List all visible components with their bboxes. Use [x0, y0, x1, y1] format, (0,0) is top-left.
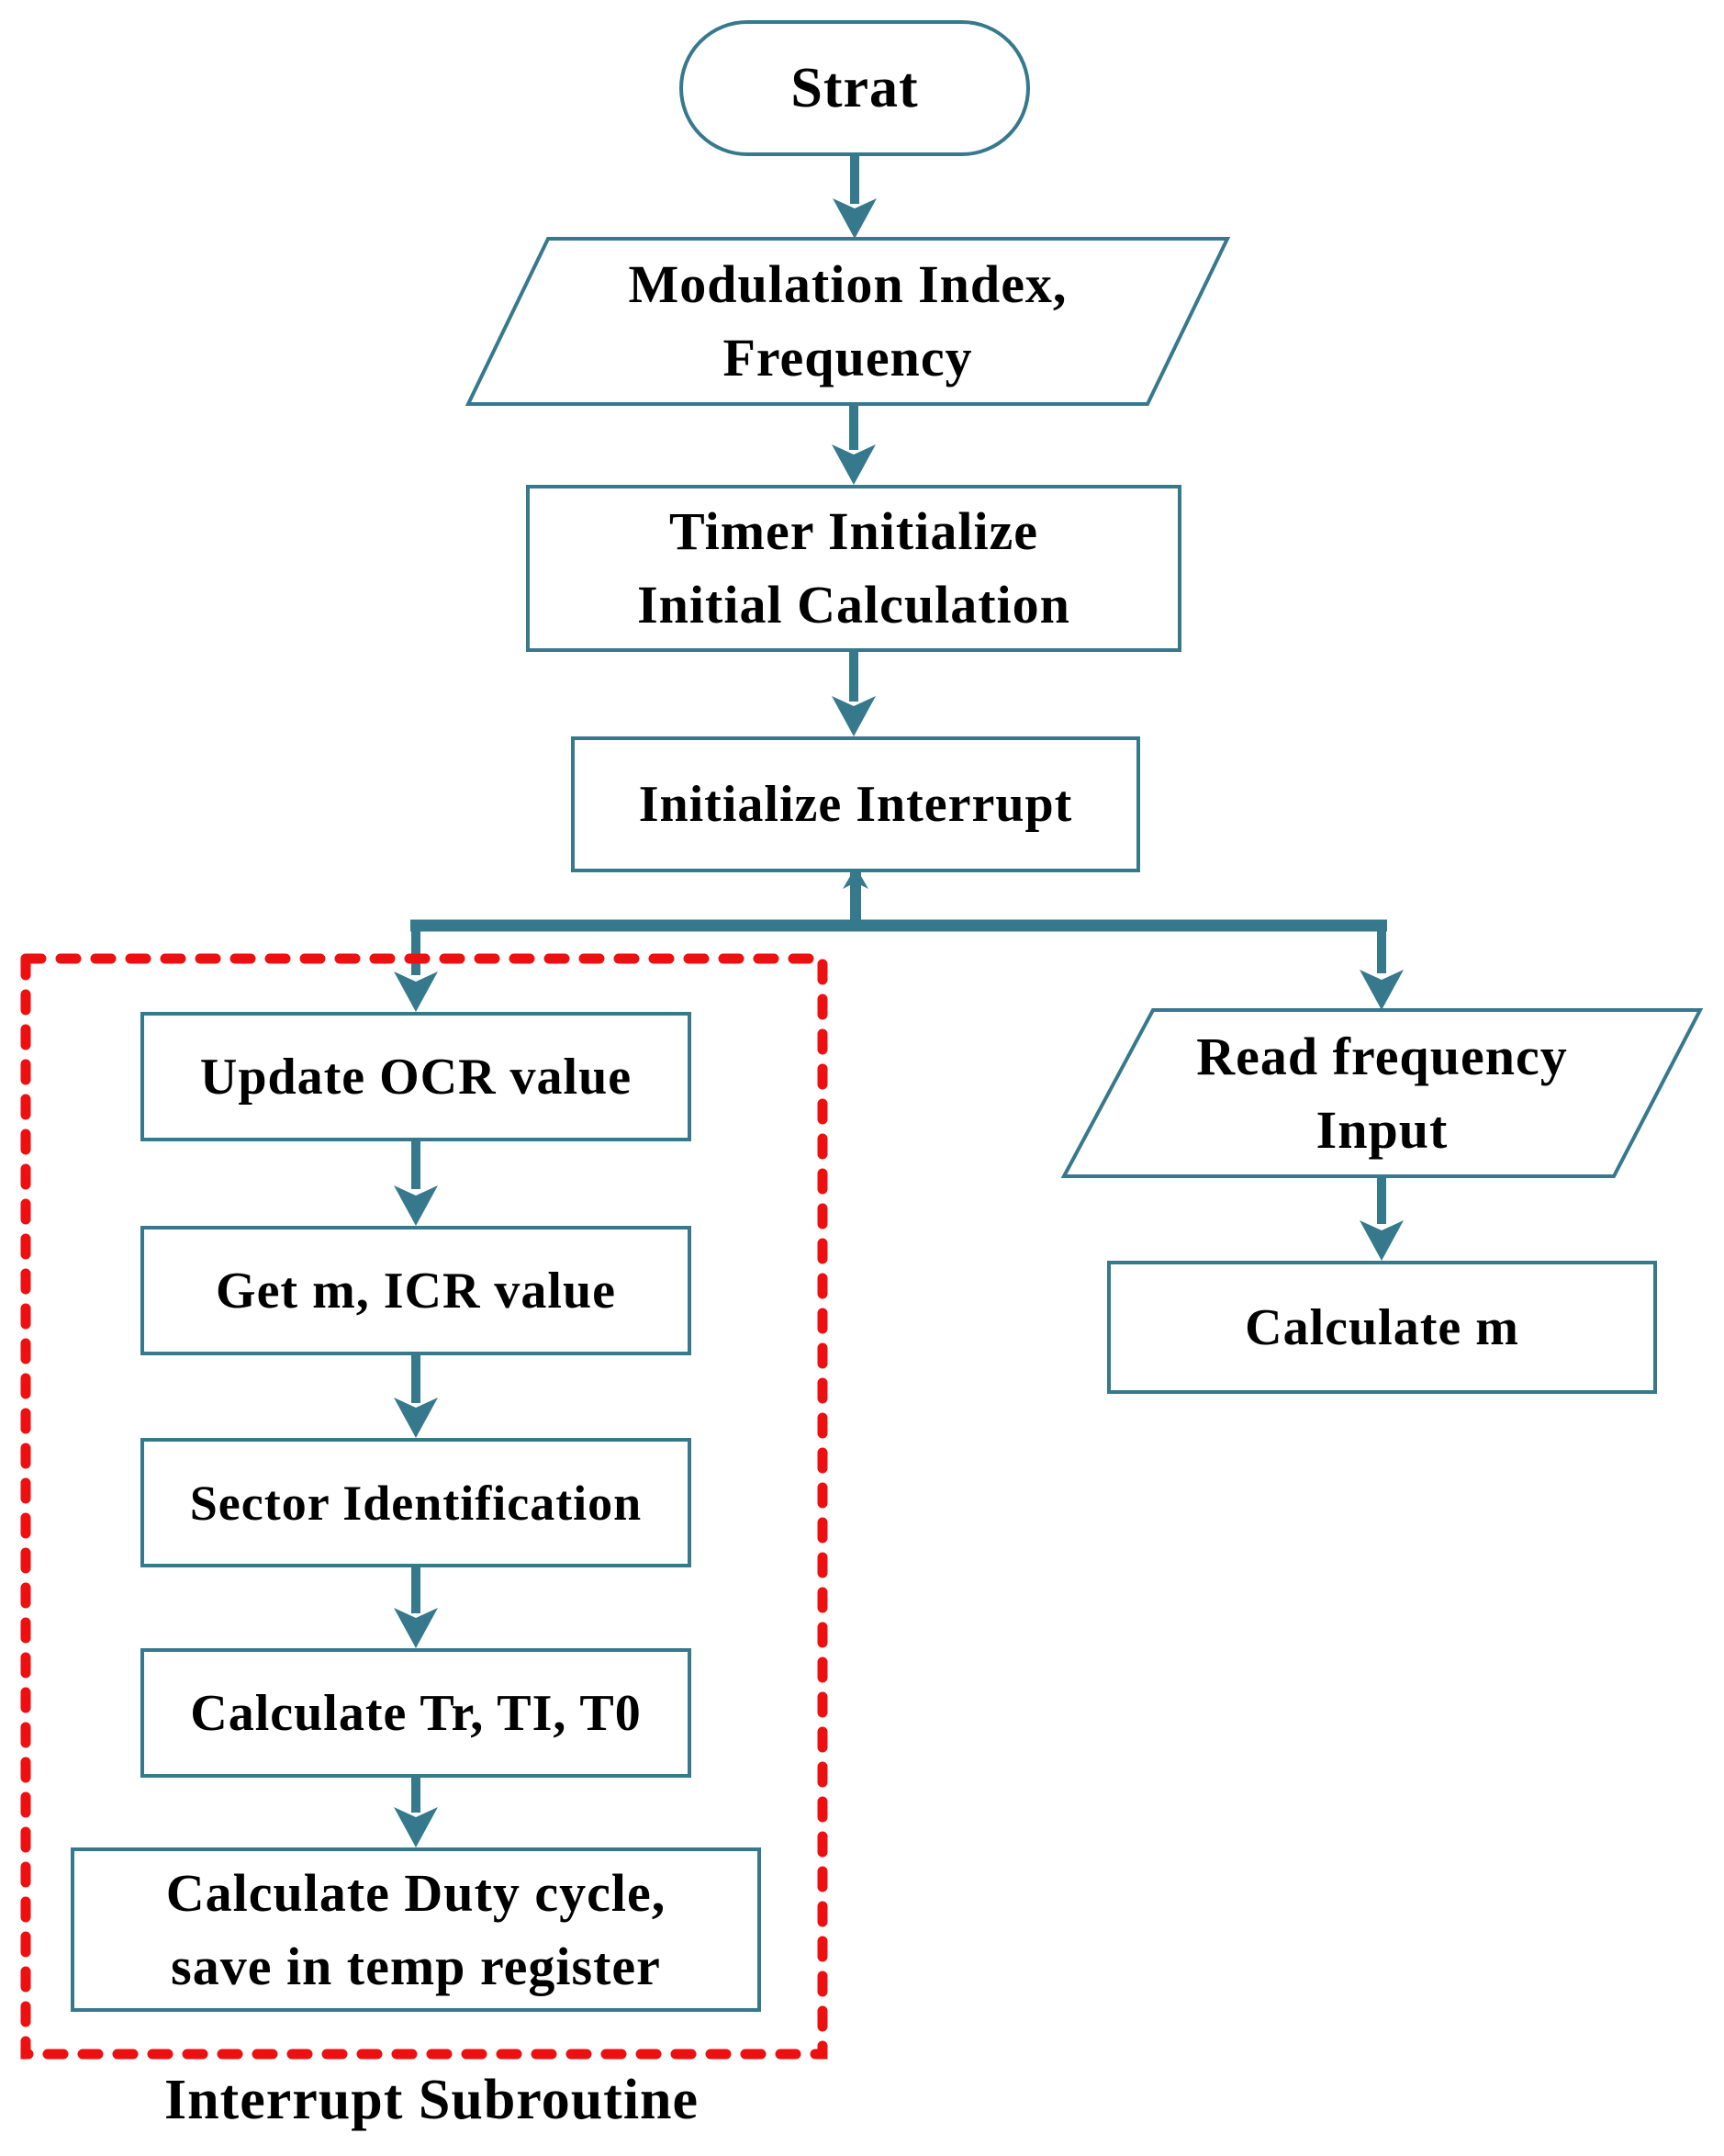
timer-initialize-box: Timer Initialize Initial Calculation: [526, 485, 1181, 652]
modulation-input-parallelogram: Modulation Index, Frequency: [468, 239, 1227, 404]
read-freq-line2: Input: [1315, 1099, 1449, 1160]
calculate-m-label: Calculate m: [1245, 1298, 1519, 1356]
calculate-tr-box: Calculate Tr, TI, T0: [140, 1648, 691, 1778]
read-freq-parallelogram: Read frequency Input: [1064, 1010, 1700, 1176]
calculate-duty-line1: Calculate Duty cycle,: [165, 1862, 666, 1923]
arrowhead-branch-to-read-freq: [1360, 970, 1404, 1010]
sector-identification-box: Sector Identification: [140, 1438, 691, 1567]
calculate-m-box: Calculate m: [1107, 1261, 1657, 1394]
update-ocr-box: Update OCR value: [140, 1012, 691, 1141]
arrowhead-calctr-to-duty: [394, 1807, 438, 1847]
timer-initialize-line1: Timer Initialize: [668, 501, 1039, 561]
branch-feeder-cap: [843, 867, 868, 889]
get-m-icr-label: Get m, ICR value: [216, 1262, 616, 1319]
start-label: Strat: [790, 57, 919, 119]
sector-identification-label: Sector Identification: [189, 1475, 643, 1531]
arrows-group: [394, 154, 1404, 1847]
calculate-duty-line2: save in temp register: [171, 1936, 661, 1996]
interrupt-subroutine-dashed-region: [20, 953, 828, 2060]
arrowhead-input-to-timer: [832, 444, 876, 485]
arrowhead-getm-to-sector: [394, 1398, 438, 1438]
arrowhead-readfreq-to-calcm: [1360, 1220, 1404, 1261]
interrupt-subroutine-caption: Interrupt Subroutine: [110, 2068, 753, 2133]
timer-initialize-line2: Initial Calculation: [637, 575, 1070, 634]
calculate-tr-label: Calculate Tr, TI, T0: [190, 1684, 642, 1742]
initialize-interrupt-box: Initialize Interrupt: [571, 736, 1140, 872]
arrowhead-timer-to-interrupt: [832, 696, 876, 736]
get-m-icr-box: Get m, ICR value: [140, 1226, 691, 1355]
calculate-duty-box: Calculate Duty cycle, save in temp regis…: [71, 1847, 761, 2012]
arrowhead-branch-to-update-ocr: [394, 971, 438, 1012]
parallelogram-modulation-input-shape: [465, 237, 1231, 406]
arrowhead-sector-to-calctr: [394, 1608, 438, 1648]
modulation-input-line1: Modulation Index,: [628, 254, 1068, 314]
modulation-input-line2: Frequency: [722, 328, 973, 387]
arrowhead-start-to-input: [833, 198, 877, 239]
interrupt-subroutine-caption-text: Interrupt Subroutine: [163, 2069, 700, 2131]
update-ocr-label: Update OCR value: [199, 1048, 633, 1106]
initialize-interrupt-label: Initialize Interrupt: [638, 776, 1073, 833]
parallelogram-read-freq-shape: [1060, 1008, 1704, 1178]
read-freq-line1: Read frequency: [1196, 1026, 1568, 1086]
start-terminator: Strat: [679, 20, 1030, 156]
arrowhead-update-to-getm: [394, 1185, 438, 1226]
